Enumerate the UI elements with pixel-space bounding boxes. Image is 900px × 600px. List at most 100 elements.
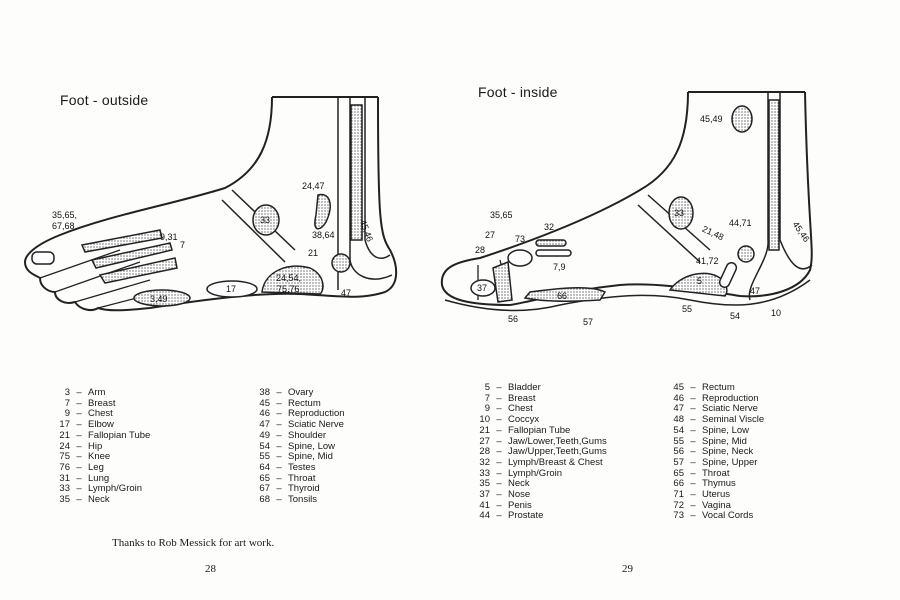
legend-entry: 38–Ovary	[252, 387, 345, 399]
legend-name: Penis	[508, 499, 532, 511]
label-7: 7	[180, 240, 185, 250]
legend-number: 17	[59, 419, 70, 431]
legend-entry: 17–Elbow	[52, 419, 150, 431]
legend-dash: –	[496, 489, 502, 501]
legend-name: Arm	[88, 387, 106, 398]
legend-number: 35	[479, 478, 490, 490]
label-75-76: 75,76	[277, 284, 300, 294]
legend-name: Spine, Low	[288, 440, 336, 452]
label-73: 73	[515, 234, 525, 244]
legend-name: Spine, Neck	[702, 446, 754, 458]
legend-dash: –	[496, 478, 502, 490]
legend-number: 7	[484, 392, 490, 404]
label-66: 66	[557, 291, 567, 301]
legend-number: 32	[479, 456, 490, 468]
legend-entry: 31–Lung	[52, 473, 150, 485]
legend-number: 28	[479, 446, 490, 458]
legend-dash: –	[690, 403, 696, 415]
legend-dash: –	[690, 499, 696, 511]
legend-name: Hip	[88, 440, 103, 452]
legend-dash: –	[496, 392, 502, 404]
legend-name: Breast	[88, 397, 116, 409]
legend-dash: –	[690, 467, 696, 479]
legend-entry: 57–Spine, Upper	[666, 456, 764, 469]
label-10: 10	[771, 308, 781, 318]
legend-dash: –	[496, 382, 502, 393]
legend-name: Shoulder	[288, 429, 327, 441]
legend-entry: 32–Lymph/Breast & Chest	[472, 456, 607, 469]
legend-entry: 7–Breast	[472, 392, 607, 405]
legend-dash: –	[76, 494, 82, 506]
legend-dash: –	[76, 451, 82, 463]
label-33: 33	[674, 208, 684, 218]
legend-dash: –	[276, 461, 282, 473]
legend-name: Lymph/Breast & Chest	[508, 456, 603, 468]
legend-dash: –	[690, 446, 696, 458]
page-number-left: 28	[205, 563, 216, 575]
legend-name: Sciatic Nerve	[702, 403, 758, 415]
legend-entry: 65–Throat	[252, 472, 345, 485]
legend-name: Spine, Upper	[702, 456, 758, 468]
legend-dash: –	[496, 467, 502, 479]
legend-number: 35	[59, 494, 70, 506]
legend-entry: 21–Fallopian Tube	[472, 425, 607, 437]
legend-number: 56	[673, 446, 684, 458]
legend-name: Throat	[288, 472, 316, 484]
legend-number: 65	[259, 472, 270, 484]
legend-entry: 46–Reproduction	[252, 408, 345, 420]
legend-name: Bladder	[508, 382, 541, 393]
legend-entry: 56–Spine, Neck	[666, 447, 764, 458]
label-47: 47	[750, 286, 760, 296]
legend-entry: 28–Jaw/Upper,Teeth,Gums	[472, 446, 606, 458]
legend-number: 67	[259, 483, 270, 495]
label-3-49: 3,49	[150, 294, 168, 304]
legend-dash: –	[76, 408, 82, 420]
legend-number: 71	[673, 489, 684, 501]
legend-name: Throat	[702, 467, 730, 479]
label-32: 32	[544, 222, 554, 232]
label-21-48: 21,48	[701, 224, 726, 243]
legend-entry: 72–Vagina	[666, 499, 764, 512]
left-foot-labels: 35,65, 67,68 9,31 7 33 24,47 38,64 21 45…	[52, 181, 375, 304]
legend-number: 44	[479, 510, 490, 522]
legend-dash: –	[496, 510, 502, 522]
legend-entry: 73–Vocal Cords	[666, 511, 764, 522]
legend-dash: –	[276, 494, 282, 506]
legend-number: 21	[59, 429, 70, 441]
label-44-71: 44,71	[729, 218, 752, 228]
legend-name: Spine, Mid	[288, 451, 333, 463]
legend-number: 38	[259, 387, 270, 398]
legend-entry: 55–Spine, Mid	[252, 452, 345, 463]
legend-number: 48	[673, 414, 684, 426]
legend-number: 9	[484, 403, 490, 415]
legend-name: Knee	[88, 451, 111, 463]
legend-dash: –	[690, 414, 696, 426]
legend-name: Reproduction	[288, 408, 345, 420]
legend-entry: 9–Chest	[52, 409, 150, 420]
legend-number: 46	[673, 392, 684, 404]
legend-entry: 41–Penis	[472, 499, 607, 512]
legend-name: Chest	[508, 403, 533, 415]
legend-dash: –	[76, 461, 82, 473]
legend-name: Leg	[88, 461, 104, 473]
label-55: 55	[682, 304, 692, 314]
label-7-9: 7,9	[553, 262, 566, 272]
legend-entry: 33–Lymph/Groin	[52, 484, 150, 495]
label-45-49: 45,49	[700, 114, 723, 124]
legend-dash: –	[276, 397, 282, 409]
legend-entry: 21–Fallopian Tube	[52, 429, 150, 442]
legend-number: 33	[479, 467, 490, 479]
right-foot-outline	[440, 91, 813, 312]
legend-number: 72	[673, 499, 684, 511]
label-24-47: 24,47	[302, 181, 325, 191]
legend-entry: 54–Spine, Low	[666, 424, 764, 437]
legend-dash: –	[496, 499, 502, 511]
legend-name: Breast	[508, 392, 536, 404]
legend-number: 9	[64, 408, 70, 420]
legend-name: Spine, Low	[702, 424, 750, 436]
legend-entry: 48–Seminal Viscle	[666, 414, 764, 426]
legend-entry: 3–Arm	[52, 387, 150, 399]
legend-dash: –	[276, 419, 282, 431]
legend-name: Vocal Cords	[702, 510, 754, 522]
